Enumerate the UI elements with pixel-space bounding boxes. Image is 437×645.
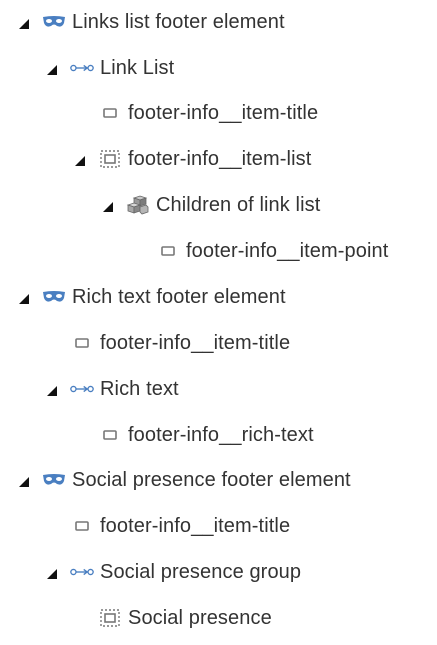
tree-node-label: footer-info__item-title (100, 514, 291, 537)
tree-node-rich-text-footer-element[interactable]: Rich text footer element (16, 282, 286, 312)
collapse-toggle[interactable] (16, 14, 32, 30)
tree-node-footer-info-rich-text[interactable]: footer-info__rich-text (72, 420, 314, 450)
tree-node-footer-info-item-point[interactable]: footer-info__item-point (130, 236, 388, 266)
tree-node-label: footer-info__item-title (100, 331, 291, 354)
tree-node-label: Social presence group (100, 560, 302, 583)
collapse-toggle[interactable] (16, 472, 32, 488)
tree-node-label: footer-info__rich-text (128, 423, 314, 446)
expanded-triangle-icon (75, 156, 85, 166)
tree-node-label: Social presence (128, 606, 272, 629)
tree-node-label: footer-info__item-title (128, 101, 319, 124)
link-chain-icon (70, 562, 94, 582)
link-chain-icon (70, 58, 94, 78)
element-box-icon (98, 425, 122, 445)
collapse-toggle[interactable] (44, 564, 60, 580)
tree-node-social-presence-group[interactable]: Social presence group (44, 557, 301, 587)
tree-node-label: Link List (100, 56, 175, 79)
tree-node-label: Children of link list (156, 193, 321, 216)
tree-node-rich-text[interactable]: Rich text (44, 374, 179, 404)
collapse-toggle[interactable] (16, 289, 32, 305)
tree-node-links-list-footer-element[interactable]: Links list footer element (16, 7, 285, 37)
tree-node-social-presence-footer-element[interactable]: Social presence footer element (16, 465, 351, 495)
tree-node-footer-info-item-title[interactable]: footer-info__item-title (44, 511, 290, 541)
expanded-triangle-icon (47, 386, 57, 396)
link-chain-icon (70, 379, 94, 399)
tree-node-footer-info-item-title[interactable]: footer-info__item-title (44, 328, 290, 358)
expanded-triangle-icon (47, 65, 57, 75)
mask-icon (42, 470, 66, 490)
element-box-icon (98, 103, 122, 123)
collapse-toggle[interactable] (100, 197, 116, 213)
tree-node-label: footer-info__item-point (186, 239, 389, 262)
tree-node-label: footer-info__item-list (128, 147, 312, 170)
tree-node-footer-info-item-title[interactable]: footer-info__item-title (72, 98, 318, 128)
element-box-icon (70, 333, 94, 353)
element-box-icon (70, 516, 94, 536)
collapse-toggle[interactable] (44, 381, 60, 397)
expanded-triangle-icon (19, 477, 29, 487)
expanded-triangle-icon (19, 294, 29, 304)
element-box-icon (156, 241, 180, 261)
tree-node-children-of-link-list[interactable]: Children of link list (100, 190, 320, 220)
tree-node-label: Rich text footer element (72, 285, 286, 308)
tree-node-label: Rich text (100, 377, 179, 400)
mask-icon (42, 12, 66, 32)
collapse-toggle[interactable] (44, 60, 60, 76)
expanded-triangle-icon (47, 569, 57, 579)
expanded-triangle-icon (103, 202, 113, 212)
tree-node-footer-info-item-list[interactable]: footer-info__item-list (72, 144, 311, 174)
tree-node-social-presence[interactable]: Social presence (72, 603, 272, 633)
tree-node-label: Social presence footer element (72, 468, 351, 491)
tree-node-label: Links list footer element (72, 10, 285, 33)
cubes-icon (126, 195, 150, 215)
nested-box-icon (98, 608, 122, 628)
tree-node-link-list[interactable]: Link List (44, 53, 174, 83)
mask-icon (42, 287, 66, 307)
expanded-triangle-icon (19, 19, 29, 29)
collapse-toggle[interactable] (72, 151, 88, 167)
nested-box-icon (98, 149, 122, 169)
